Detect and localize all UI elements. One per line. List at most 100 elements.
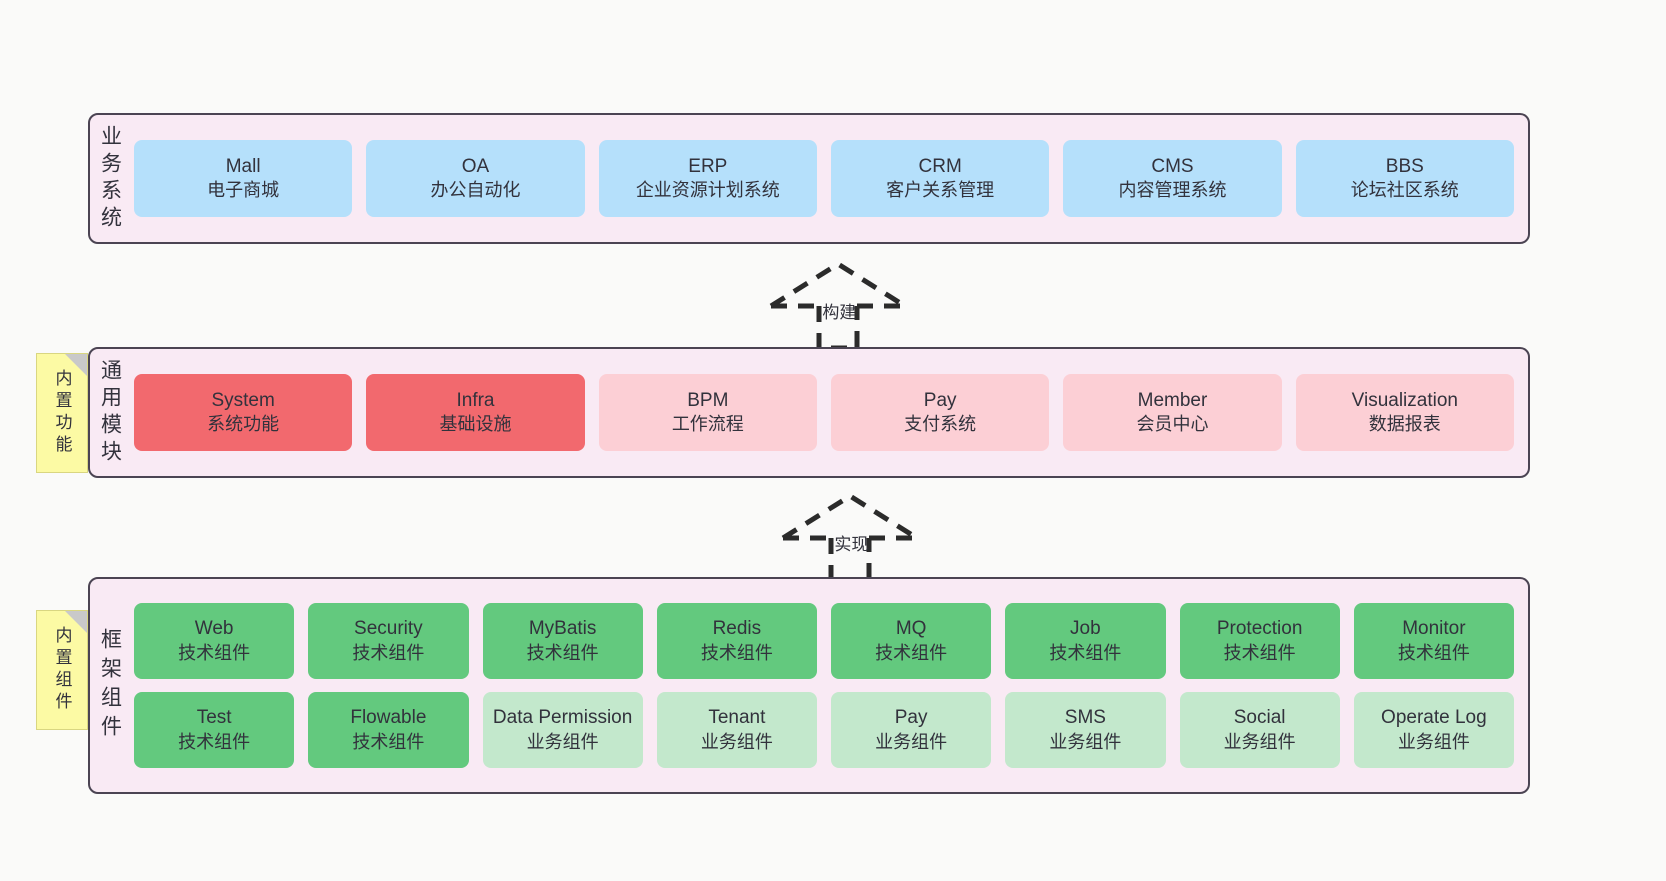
- layer-business-system-body: Mall 电子商城 OA 办公自动化 ERP 企业资源计划系统 CRM 客户关系…: [130, 115, 1528, 242]
- layer-business-system-label: 业务系统: [98, 124, 122, 233]
- card-infra-subtitle: 基础设施: [439, 414, 512, 435]
- layer-framework-component-body: Web 技术组件 Security 技术组件 MyBatis 技术组件 Redi…: [130, 579, 1528, 792]
- card-redis-subtitle: 技术组件: [700, 642, 773, 663]
- note-builtin-functions[interactable]: 内置功能: [36, 353, 88, 473]
- framework-biz-row: Test 技术组件 Flowable 技术组件 Data Permission …: [134, 692, 1514, 768]
- layer-common-module-label: 通用模块: [98, 358, 122, 467]
- card-protection-title: Protection: [1216, 618, 1303, 640]
- card-data-permission-title: Data Permission: [492, 707, 633, 729]
- card-tenant-title: Tenant: [708, 707, 766, 729]
- card-visualization-title: Visualization: [1351, 389, 1458, 411]
- card-social-subtitle: 业务组件: [1223, 731, 1296, 752]
- card-mybatis-subtitle: 技术组件: [526, 642, 599, 663]
- note-builtin-components-label: 内置组件: [52, 626, 72, 714]
- arrow-implement: 实现: [775, 490, 925, 582]
- card-cms-title: CMS: [1151, 155, 1194, 177]
- card-operate-log-subtitle: 业务组件: [1397, 731, 1470, 752]
- card-pay-component-title: Pay: [894, 707, 928, 729]
- card-social[interactable]: Social 业务组件: [1179, 692, 1340, 768]
- card-mybatis[interactable]: MyBatis 技术组件: [482, 603, 643, 679]
- note-fold-icon: [65, 354, 87, 376]
- card-job[interactable]: Job 技术组件: [1005, 603, 1166, 679]
- card-bpm[interactable]: BPM 工作流程: [598, 374, 817, 451]
- card-operate-log-title: Operate Log: [1381, 707, 1487, 729]
- common-module-row: System 系统功能 Infra 基础设施 BPM 工作流程 Pay 支付系统…: [134, 374, 1514, 451]
- card-sms-subtitle: 业务组件: [1049, 731, 1122, 752]
- layer-framework-component: 框架组件 Web 技术组件 Security 技术组件 MyBatis 技术组件…: [88, 577, 1530, 794]
- note-builtin-functions-label: 内置功能: [52, 369, 72, 457]
- business-system-row: Mall 电子商城 OA 办公自动化 ERP 企业资源计划系统 CRM 客户关系…: [134, 140, 1514, 217]
- card-member-title: Member: [1137, 389, 1208, 411]
- card-mybatis-title: MyBatis: [528, 618, 597, 640]
- arrow-build-label: 构建: [822, 303, 857, 322]
- card-mq[interactable]: MQ 技术组件: [831, 603, 992, 679]
- card-visualization-subtitle: 数据报表: [1368, 414, 1441, 435]
- layer-business-system: 业务系统 Mall 电子商城 OA 办公自动化 ERP 企业资源计划系统 CRM…: [88, 113, 1530, 244]
- layer-common-module: 通用模块 System 系统功能 Infra 基础设施 BPM 工作流程 Pay…: [88, 347, 1530, 478]
- card-test-subtitle: 技术组件: [178, 731, 251, 752]
- card-pay-component[interactable]: Pay 业务组件: [831, 692, 992, 768]
- card-sms-title: SMS: [1064, 707, 1106, 729]
- card-erp-title: ERP: [688, 155, 728, 177]
- card-mq-title: MQ: [895, 618, 927, 640]
- card-cms-subtitle: 内容管理系统: [1118, 180, 1227, 201]
- card-job-title: Job: [1070, 618, 1101, 640]
- card-bbs[interactable]: BBS 论坛社区系统: [1295, 140, 1514, 217]
- layer-common-module-body: System 系统功能 Infra 基础设施 BPM 工作流程 Pay 支付系统…: [130, 349, 1528, 476]
- card-member[interactable]: Member 会员中心: [1063, 374, 1282, 451]
- card-monitor-subtitle: 技术组件: [1397, 642, 1470, 663]
- card-system[interactable]: System 系统功能: [134, 374, 353, 451]
- card-flowable[interactable]: Flowable 技术组件: [308, 692, 469, 768]
- card-protection[interactable]: Protection 技术组件: [1179, 603, 1340, 679]
- card-oa[interactable]: OA 办公自动化: [366, 140, 585, 217]
- card-member-subtitle: 会员中心: [1136, 414, 1209, 435]
- card-erp[interactable]: ERP 企业资源计划系统: [598, 140, 817, 217]
- note-builtin-components[interactable]: 内置组件: [36, 610, 88, 730]
- card-system-title: System: [211, 389, 275, 411]
- card-mall[interactable]: Mall 电子商城: [134, 140, 353, 217]
- card-bpm-subtitle: 工作流程: [671, 414, 744, 435]
- card-security[interactable]: Security 技术组件: [308, 603, 469, 679]
- card-social-title: Social: [1233, 707, 1286, 729]
- note-fold-icon: [65, 611, 87, 633]
- card-flowable-subtitle: 技术组件: [352, 731, 425, 752]
- card-security-subtitle: 技术组件: [352, 642, 425, 663]
- card-redis-title: Redis: [712, 618, 762, 640]
- arrow-implement-label: 实现: [834, 535, 869, 554]
- card-erp-subtitle: 企业资源计划系统: [635, 180, 780, 201]
- card-data-permission[interactable]: Data Permission 业务组件: [482, 692, 643, 768]
- card-mall-subtitle: 电子商城: [207, 180, 280, 201]
- card-infra-title: Infra: [456, 389, 495, 411]
- card-pay-module[interactable]: Pay 支付系统: [830, 374, 1050, 451]
- card-job-subtitle: 技术组件: [1049, 642, 1122, 663]
- card-pay-module-title: Pay: [923, 389, 957, 411]
- card-bbs-title: BBS: [1385, 155, 1424, 177]
- card-tenant-subtitle: 业务组件: [700, 731, 773, 752]
- card-mq-subtitle: 技术组件: [875, 642, 948, 663]
- card-infra[interactable]: Infra 基础设施: [366, 374, 585, 451]
- card-test[interactable]: Test 技术组件: [134, 692, 295, 768]
- card-visualization[interactable]: Visualization 数据报表: [1295, 374, 1514, 451]
- card-web-title: Web: [194, 618, 234, 640]
- card-pay-module-subtitle: 支付系统: [904, 414, 977, 435]
- card-data-permission-subtitle: 业务组件: [526, 731, 599, 752]
- arrow-build: 构建: [763, 258, 913, 350]
- card-tenant[interactable]: Tenant 业务组件: [656, 692, 817, 768]
- card-crm[interactable]: CRM 客户关系管理: [830, 140, 1050, 217]
- card-pay-component-subtitle: 业务组件: [875, 731, 948, 752]
- card-protection-subtitle: 技术组件: [1223, 642, 1296, 663]
- card-mall-title: Mall: [225, 155, 261, 177]
- card-redis[interactable]: Redis 技术组件: [656, 603, 817, 679]
- card-monitor[interactable]: Monitor 技术组件: [1353, 603, 1514, 679]
- card-cms[interactable]: CMS 内容管理系统: [1063, 140, 1282, 217]
- card-oa-title: OA: [461, 155, 490, 177]
- card-system-subtitle: 系统功能: [207, 414, 280, 435]
- card-sms[interactable]: SMS 业务组件: [1005, 692, 1166, 768]
- card-security-title: Security: [354, 618, 423, 640]
- card-oa-subtitle: 办公自动化: [430, 180, 521, 201]
- card-flowable-title: Flowable: [350, 707, 427, 729]
- card-web[interactable]: Web 技术组件: [134, 603, 295, 679]
- card-web-subtitle: 技术组件: [178, 642, 251, 663]
- card-crm-title: CRM: [918, 155, 962, 177]
- card-operate-log[interactable]: Operate Log 业务组件: [1353, 692, 1514, 768]
